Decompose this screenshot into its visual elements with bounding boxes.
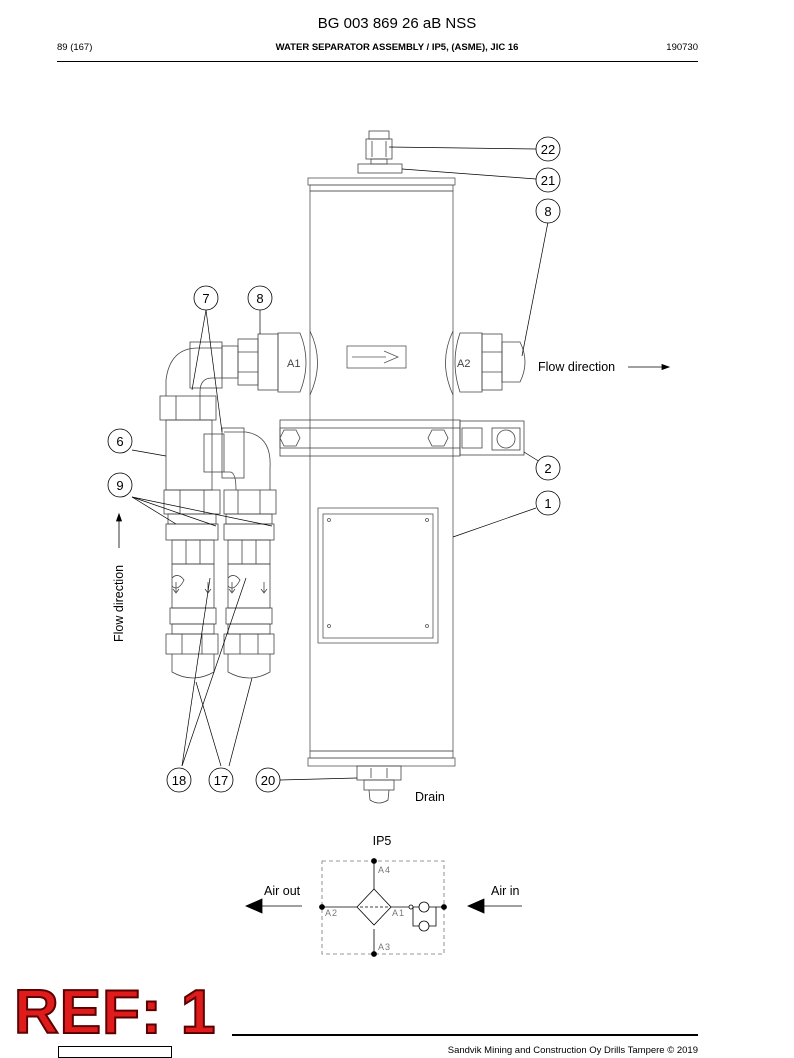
callout-17: 17 [208, 767, 234, 793]
port-a2-label: A2 [457, 358, 470, 370]
inlet-fittings [159, 341, 277, 679]
port-a3-label: A3 [378, 942, 391, 952]
port-a1: A1 [221, 330, 318, 396]
port-a2-schematic-label: A2 [325, 908, 338, 918]
port-a4-label: A4 [378, 865, 391, 875]
callout-8-left: 8 [247, 285, 273, 311]
callout-8-right: 8 [535, 198, 561, 224]
svg-text:8: 8 [256, 291, 263, 306]
date-code: 190730 [666, 42, 698, 53]
flow-direction-arrow-right [628, 363, 671, 371]
footer-rule [232, 1034, 698, 1036]
svg-text:1: 1 [544, 496, 551, 511]
port-a1-label: A1 [287, 358, 300, 370]
top-fitting [357, 130, 403, 174]
svg-text:2: 2 [544, 461, 551, 476]
svg-text:20: 20 [261, 773, 275, 788]
svg-text:7: 7 [202, 291, 209, 306]
port-a1-schematic-label: A1 [392, 908, 405, 918]
callout-22: 22 [535, 136, 561, 162]
callout-1: 1 [535, 490, 561, 516]
company-logo [58, 1046, 172, 1058]
svg-text:22: 22 [541, 142, 555, 157]
air-in-label: Air in [491, 884, 520, 898]
callout-18: 18 [166, 767, 192, 793]
mounting-bracket [279, 419, 525, 457]
svg-text:6: 6 [116, 434, 123, 449]
callout-9: 9 [107, 472, 133, 498]
flow-direction-arrow-up [115, 512, 123, 548]
document-title: BG 003 869 26 aB NSS [317, 15, 477, 32]
svg-text:17: 17 [214, 773, 228, 788]
air-out-arrow [245, 898, 302, 914]
footer-copyright: Sandvik Mining and Construction Oy Drill… [447, 1045, 698, 1056]
callout-6: 6 [107, 428, 133, 454]
header-rule [57, 61, 698, 62]
page-number: 89 (167) [57, 42, 93, 53]
ip5-schematic: IP5 A4 A2 A1 A3 Air out Air in [245, 834, 522, 957]
schematic-title: IP5 [373, 834, 392, 848]
flow-direction-label: Flow direction [538, 360, 615, 374]
callout-21: 21 [535, 167, 561, 193]
flow-direction-vertical-label: Flow direction [112, 565, 126, 642]
port-a2: A2 [445, 330, 526, 396]
svg-text:9: 9 [116, 478, 123, 493]
air-out-label: Air out [264, 884, 301, 898]
svg-text:18: 18 [172, 773, 186, 788]
callouts: 22 21 8 7 8 6 9 2 1 18 17 20 [107, 136, 561, 793]
drain-fitting [356, 765, 402, 804]
leader-lines [131, 146, 549, 781]
air-in-arrow [467, 898, 522, 914]
ref-stamp: REF: 1 [13, 978, 217, 1047]
callout-7: 7 [193, 285, 219, 311]
callout-2: 2 [535, 455, 561, 481]
section-title: WATER SEPARATOR ASSEMBLY / IP5, (ASME), … [275, 42, 519, 53]
drain-label: Drain [415, 790, 445, 804]
callout-20: 20 [255, 767, 281, 793]
separator-body [307, 177, 456, 767]
svg-text:21: 21 [541, 173, 555, 188]
svg-text:8: 8 [544, 204, 551, 219]
